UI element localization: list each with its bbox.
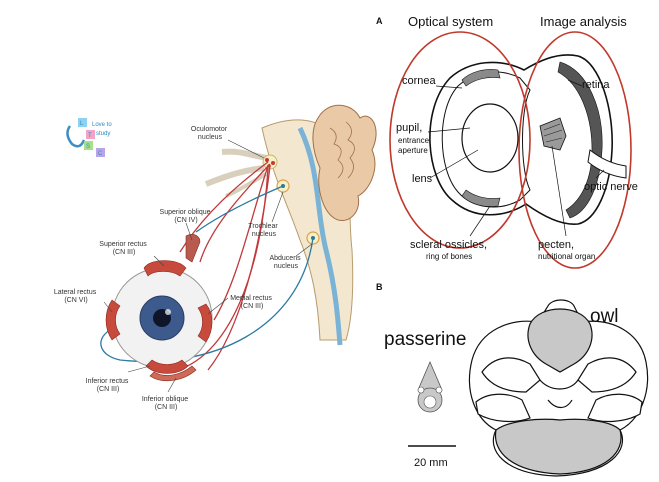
label-abducens: Abducens nucleus: [269, 255, 302, 270]
label-cornea: cornea: [402, 75, 437, 87]
label-lens: lens: [412, 173, 433, 185]
eye-inner-wall: [441, 71, 531, 208]
label-optic-nerve: optic nerve: [584, 181, 638, 193]
cerebellum-shape: [312, 104, 377, 221]
panel-a-eye-section: A Optical system Image analysis: [376, 14, 638, 269]
leader-lines: [103, 139, 313, 393]
watermark-letter-4: C: [98, 151, 103, 157]
label-lateral-rectus: Lateral rectus (CN VI): [54, 289, 98, 304]
watermark-letter-2: T: [88, 133, 92, 139]
label-aperture: aperture: [398, 146, 428, 155]
heading-optical-system: Optical system: [408, 14, 493, 29]
heading-image-analysis: Image analysis: [540, 14, 627, 29]
eyeball: [111, 267, 213, 369]
panel-b-skulls: B passerine owl 20 mm: [376, 282, 649, 477]
watermark-logo: L T S C Love to study: [66, 118, 112, 157]
brainstem-blue-outline: [297, 126, 343, 346]
image-analysis-ellipse: [518, 31, 632, 269]
passerine-skull: [417, 360, 443, 413]
watermark-line1: Love to: [92, 122, 112, 128]
label-entrance: entrance: [398, 136, 430, 145]
extraocular-muscles-diagram: L T S C Love to study: [54, 104, 377, 411]
watermark-letter-1: L: [80, 121, 84, 127]
label-medial-rectus: Medial rectus (CN III): [230, 295, 274, 310]
eye-outline: [429, 54, 613, 225]
label-superior-rectus: Superior rectus (CN III): [99, 241, 148, 256]
label-ring-of-bones: ring of bones: [426, 252, 472, 261]
label-pupil: pupil,: [396, 122, 422, 134]
panel-b-letter: B: [376, 282, 383, 292]
watermark-letter-3: S: [86, 144, 90, 150]
retina-band: [557, 61, 603, 219]
label-superior-oblique: Superior oblique (CN IV): [160, 209, 213, 224]
optical-system-ellipse: [389, 31, 531, 249]
label-passerine: passerine: [384, 329, 466, 350]
label-inferior-oblique: Inferior oblique (CN III): [142, 396, 190, 411]
oculomotor-nucleus: [262, 154, 278, 170]
panel-a-letter: A: [376, 16, 383, 26]
label-nutritional-organ: nutritional organ: [538, 252, 595, 261]
label-oculomotor: Oculomotor nucleus: [191, 126, 229, 141]
cranial-nerve-paths: [100, 161, 314, 373]
label-inferior-rectus: Inferior rectus (CN III): [86, 378, 131, 393]
owl-skull: [468, 299, 649, 477]
label-scale: 20 mm: [414, 457, 448, 469]
label-pecten: pecten,: [538, 239, 574, 251]
label-trochlear: Trochlear nucleus: [248, 223, 279, 238]
label-scleral-ossicles: scleral ossicles,: [410, 239, 487, 251]
extraocular-muscles: [105, 234, 213, 382]
panel-a-leaders: [427, 79, 605, 237]
label-retina: retina: [582, 79, 610, 91]
watermark-line2: study: [96, 131, 110, 137]
optic-nerve-shape: [587, 149, 627, 179]
lens-shape: [461, 103, 519, 173]
